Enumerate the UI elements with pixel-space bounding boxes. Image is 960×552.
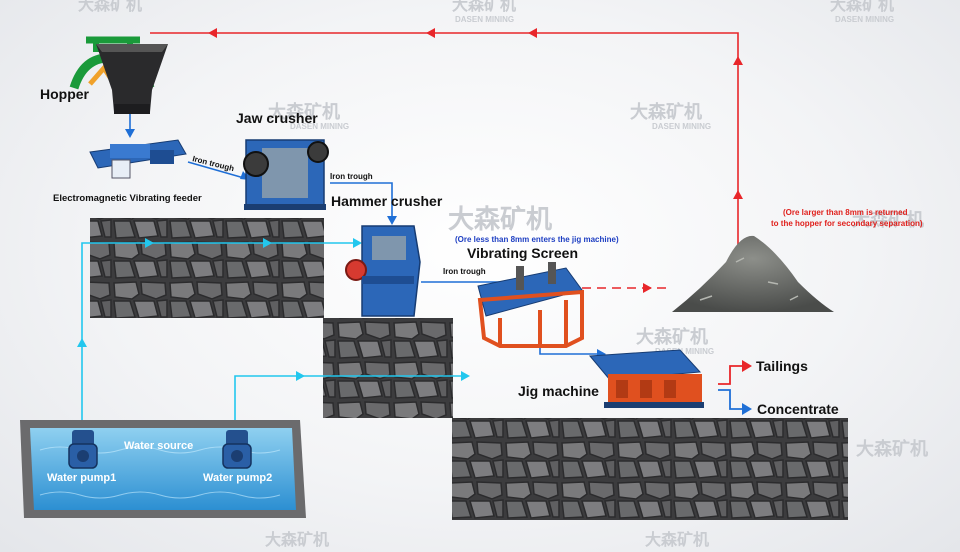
water-arrowheads <box>77 238 470 381</box>
watermark: 大森矿机 <box>856 438 928 459</box>
watermark: 大森矿机 <box>645 530 709 549</box>
watermark: 大森矿机 <box>636 326 708 347</box>
return-arrowheads <box>208 28 743 293</box>
jig-machine-icon <box>588 349 704 408</box>
watermark-en: DASEN MINING <box>652 122 711 131</box>
flow-arrow <box>125 129 135 138</box>
hammer-crusher-label: Hammer crusher <box>331 193 443 209</box>
tailings-label: Tailings <box>756 358 808 374</box>
watermark-en: DASEN MINING <box>455 15 514 24</box>
flow-arrow <box>387 216 397 225</box>
tailings-arrow <box>742 360 752 372</box>
return-arrow <box>733 190 743 199</box>
watermark: 大森矿机 <box>268 101 340 122</box>
water-source-label: Water source <box>124 440 193 452</box>
watermark: 大森矿机 <box>448 204 552 234</box>
watermark-en: DASEN MINING <box>655 347 714 356</box>
hopper-label: Hopper <box>40 86 90 102</box>
jig-entry-note: (Ore less than 8mm enters the jig machin… <box>455 235 619 244</box>
iron-trough-label: Iron trough <box>330 172 373 181</box>
concentrate-label: Concentrate <box>757 401 839 417</box>
watermark: 大森矿机 <box>630 101 702 122</box>
water-arrow <box>353 238 362 248</box>
jaw-crusher-icon <box>243 139 329 210</box>
vibrating-screen-icon <box>477 262 584 348</box>
water-arrow <box>263 238 272 248</box>
tailings-line <box>718 365 742 385</box>
watermark-en: DASEN MINING <box>835 15 894 24</box>
watermark: 大森矿机 <box>78 0 142 14</box>
jig-machine-label: Jig machine <box>518 383 599 399</box>
return-arrow <box>733 56 743 65</box>
stone-platform-upper <box>90 218 324 318</box>
jaw-crusher-label: Jaw crusher <box>236 110 318 126</box>
concentrate-line <box>718 389 742 410</box>
vibrating-feeder-icon <box>89 139 187 179</box>
water-pump-2-icon <box>222 430 252 469</box>
return-note-line1: (Ore larger than 8mm is returned <box>783 208 908 217</box>
return-arrow <box>426 28 435 38</box>
watermark: 大森矿机 <box>265 530 329 549</box>
watermark: 大森矿机 <box>852 209 924 230</box>
stone-platform-middle <box>323 318 453 418</box>
water-arrow <box>145 238 154 248</box>
water-pump-1-label: Water pump1 <box>47 472 116 484</box>
water-pump-2-label: Water pump2 <box>203 472 272 484</box>
vibrating-screen-label: Vibrating Screen <box>467 245 578 261</box>
return-arrow <box>528 28 537 38</box>
water-arrow <box>461 371 470 381</box>
hammer-crusher-icon <box>345 225 421 317</box>
ore-pile-icon <box>672 235 834 312</box>
water-arrow <box>77 338 87 347</box>
watermark: 大森矿机 <box>452 0 516 14</box>
watermark-en: DASEN MINING <box>290 122 349 131</box>
iron-trough-label: Iron trough <box>443 267 486 276</box>
stone-platform-lower <box>452 418 848 520</box>
return-note-line2: to the hopper for secondary separation) <box>771 219 923 228</box>
water-pool <box>20 420 306 518</box>
water-arrow <box>296 371 305 381</box>
concentrate-arrow <box>742 403 752 415</box>
return-arrow <box>643 283 652 293</box>
hopper-icon <box>96 44 168 114</box>
feeder-label: Electromagnetic Vibrating feeder <box>53 193 202 204</box>
water-pump-1-icon <box>68 430 98 469</box>
watermark: 大森矿机 <box>830 0 894 14</box>
watermark-group: 大森矿机 大森矿机 大森矿机 大森矿机 大森矿机 大森矿机 大森矿机 大森矿机 … <box>78 0 928 549</box>
return-arrow <box>208 28 217 38</box>
iron-trough-label: Iron trough <box>192 154 236 173</box>
